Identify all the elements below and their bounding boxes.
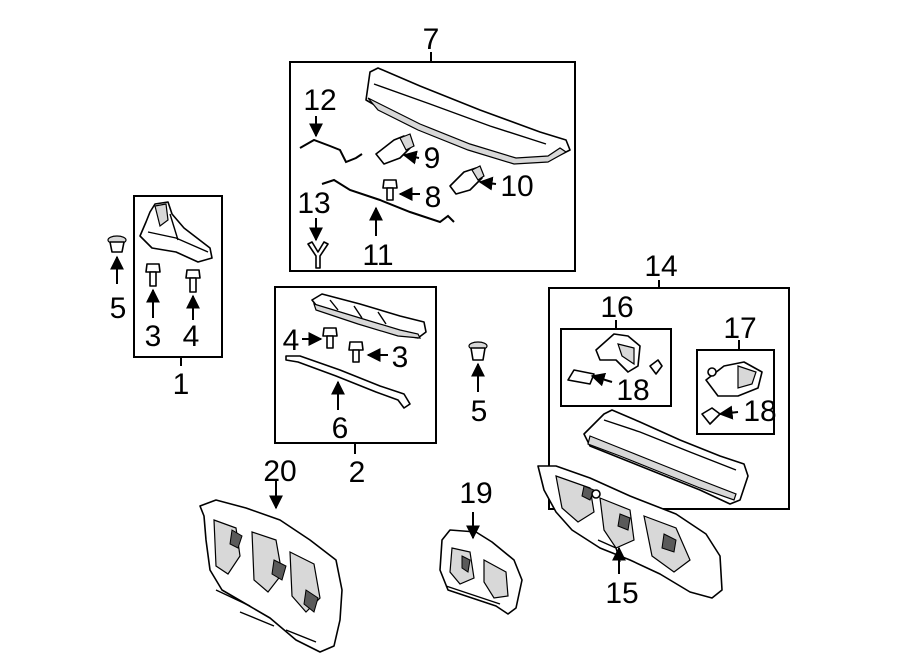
bolt-3b — [348, 341, 364, 363]
callout-5a: 5 — [110, 292, 127, 325]
callout-16: 16 — [600, 291, 633, 324]
cowl-top-panel — [365, 67, 571, 165]
callout-17: 17 — [723, 312, 756, 345]
seal-6 — [285, 355, 411, 409]
group-box-14 — [548, 287, 790, 510]
bolt-4b — [322, 327, 338, 349]
bolt-8 — [382, 179, 398, 201]
callout-2: 2 — [349, 456, 366, 489]
callout-18a: 18 — [616, 374, 649, 407]
callout-4a: 4 — [183, 320, 200, 353]
callout-13: 13 — [297, 187, 330, 220]
connector-13 — [307, 241, 329, 269]
cowl-side-panel — [139, 201, 213, 263]
callout-18b: 18 — [743, 395, 776, 428]
hose-12 — [299, 138, 363, 164]
nozzle-9 — [375, 133, 415, 165]
dash-panel-15 — [537, 465, 723, 599]
group-box-7 — [289, 61, 576, 272]
callout-8: 8 — [425, 181, 442, 214]
push-clip-5a — [107, 235, 127, 253]
callout-7: 7 — [423, 23, 440, 56]
callout-3a: 3 — [145, 320, 162, 353]
bracket-18b — [701, 407, 721, 425]
callout-15: 15 — [605, 577, 638, 610]
callout-4b: 4 — [283, 324, 300, 357]
callout-10: 10 — [500, 170, 533, 203]
group-box-1 — [133, 195, 223, 358]
callout-20: 20 — [263, 455, 296, 488]
hose-11 — [321, 178, 455, 224]
reinforcement-16 — [595, 333, 641, 373]
callout-6: 6 — [332, 412, 349, 445]
bolt-4a — [185, 269, 201, 293]
bolt-3a — [145, 263, 161, 287]
callout-5b: 5 — [471, 395, 488, 428]
insulator-19 — [439, 529, 523, 615]
callout-9: 9 — [424, 142, 441, 175]
callout-1: 1 — [173, 368, 190, 401]
group-box-17 — [696, 349, 775, 435]
reinforcement-17 — [705, 361, 763, 397]
callout-19: 19 — [459, 477, 492, 510]
cowl-inner-panel — [583, 409, 749, 505]
callout-11: 11 — [362, 239, 393, 272]
cowl-vent-panel — [311, 293, 427, 339]
dash-insulator-20 — [199, 499, 343, 653]
callout-14: 14 — [644, 250, 677, 283]
callout-3b: 3 — [392, 341, 409, 374]
callout-12: 12 — [303, 84, 336, 117]
push-clip-5b — [468, 341, 488, 361]
nozzle-10 — [449, 165, 485, 195]
